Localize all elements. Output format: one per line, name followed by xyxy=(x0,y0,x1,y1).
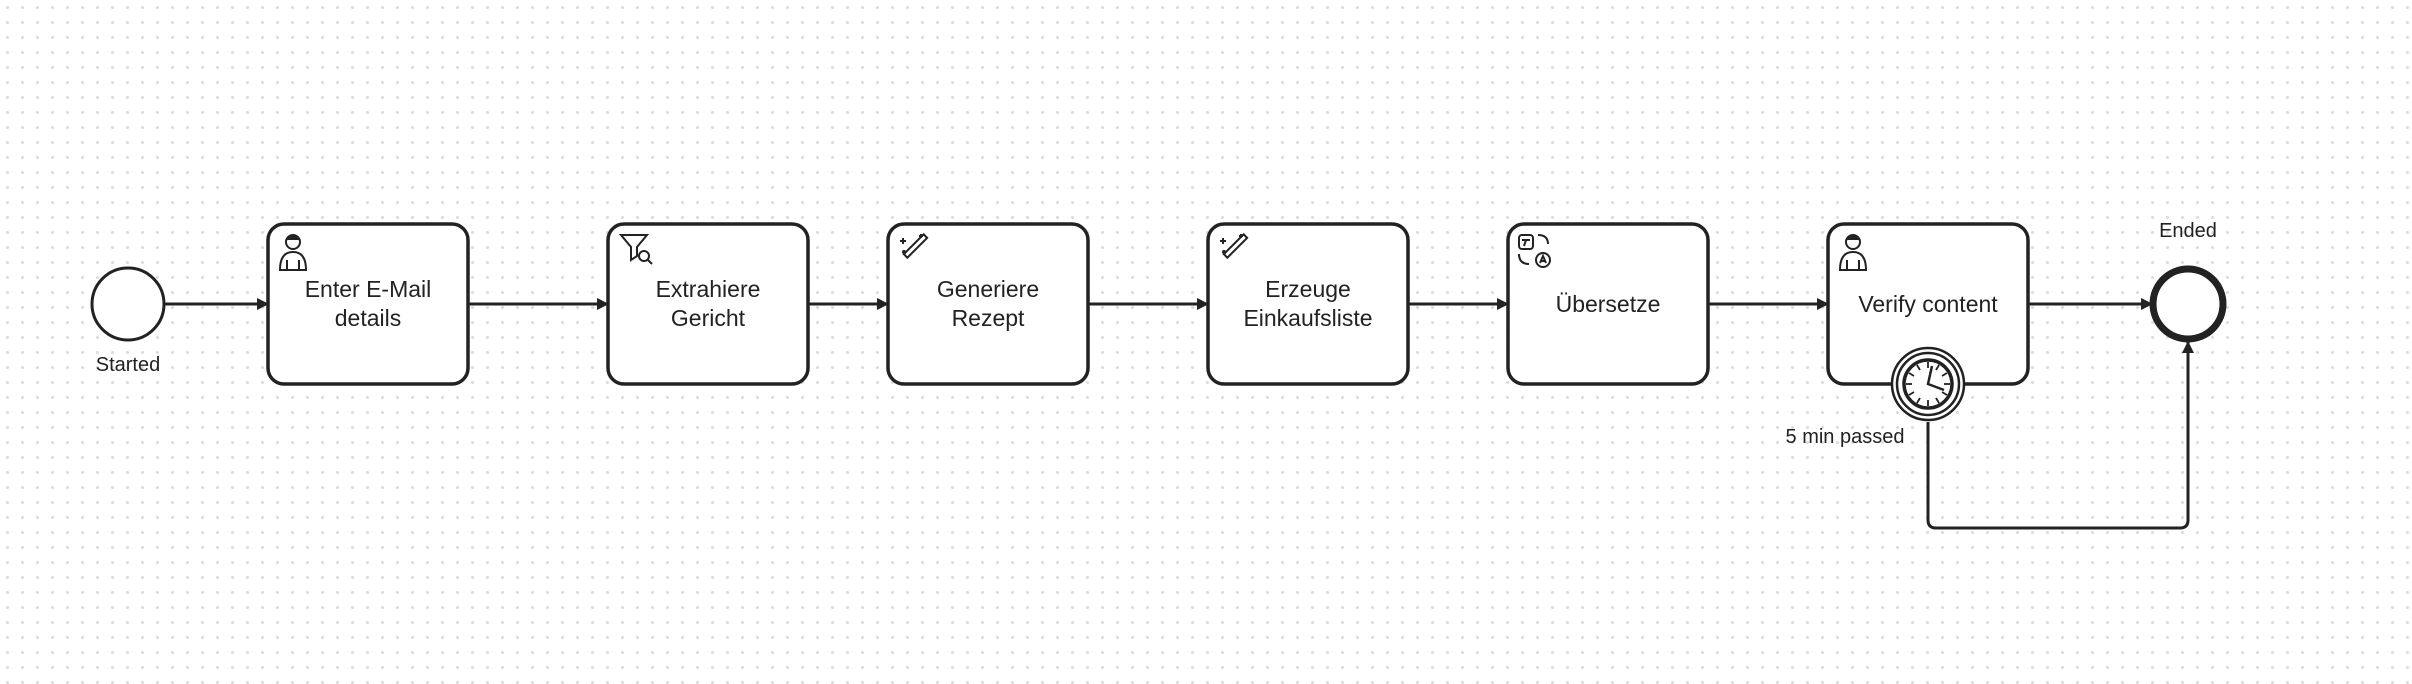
task-label: Übersetze xyxy=(1518,224,1698,384)
timer-boundary-event[interactable] xyxy=(1890,346,1966,422)
task-label: Erzeuge Einkaufsliste xyxy=(1218,224,1398,384)
task-box[interactable] xyxy=(886,222,1090,386)
task-label-text: Erzeuge Einkaufsliste xyxy=(1243,276,1373,331)
user-icon xyxy=(278,234,308,271)
start-event-label: Started xyxy=(95,354,161,376)
end-event-label: Ended xyxy=(2159,220,2217,242)
user-icon xyxy=(1838,234,1868,271)
task-box[interactable] xyxy=(606,222,810,386)
task-erzeuge-einkaufsliste[interactable] xyxy=(1206,222,1410,386)
sequence-flows xyxy=(164,298,2194,530)
task-label-text: Übersetze xyxy=(1555,290,1661,317)
task-label-text: Extrahiere Gericht xyxy=(655,276,761,331)
translate-icon xyxy=(1518,234,1551,268)
flow-timer-to-end[interactable] xyxy=(1926,341,2194,530)
task-uebersetze[interactable] xyxy=(1506,222,1710,386)
task-label-text: Verify content xyxy=(1858,290,1998,317)
task-enter-email-details[interactable] xyxy=(266,222,470,386)
task-label: Generiere Rezept xyxy=(898,224,1078,384)
task-extrahiere-gericht[interactable] xyxy=(606,222,810,386)
funnel-search-icon xyxy=(618,234,653,265)
task-label: Verify content xyxy=(1838,224,2018,384)
start-event[interactable] xyxy=(90,266,166,342)
end-event[interactable] xyxy=(2149,265,2227,343)
task-verify-content[interactable] xyxy=(1826,222,2030,386)
magic-wand-icon xyxy=(1220,232,1249,260)
magic-wand-icon xyxy=(900,232,929,260)
task-label-text: Enter E-Mail details xyxy=(304,276,432,331)
clock-icon xyxy=(1902,358,1954,410)
task-label-text: Generiere Rezept xyxy=(936,276,1040,331)
task-box[interactable] xyxy=(1506,222,1710,386)
task-box[interactable] xyxy=(266,222,470,386)
timer-event-label: 5 min passed xyxy=(1785,426,1905,448)
task-box[interactable] xyxy=(1206,222,1410,386)
task-generiere-rezept[interactable] xyxy=(886,222,1090,386)
task-label: Extrahiere Gericht xyxy=(618,224,798,384)
task-label: Enter E-Mail details xyxy=(278,224,458,384)
